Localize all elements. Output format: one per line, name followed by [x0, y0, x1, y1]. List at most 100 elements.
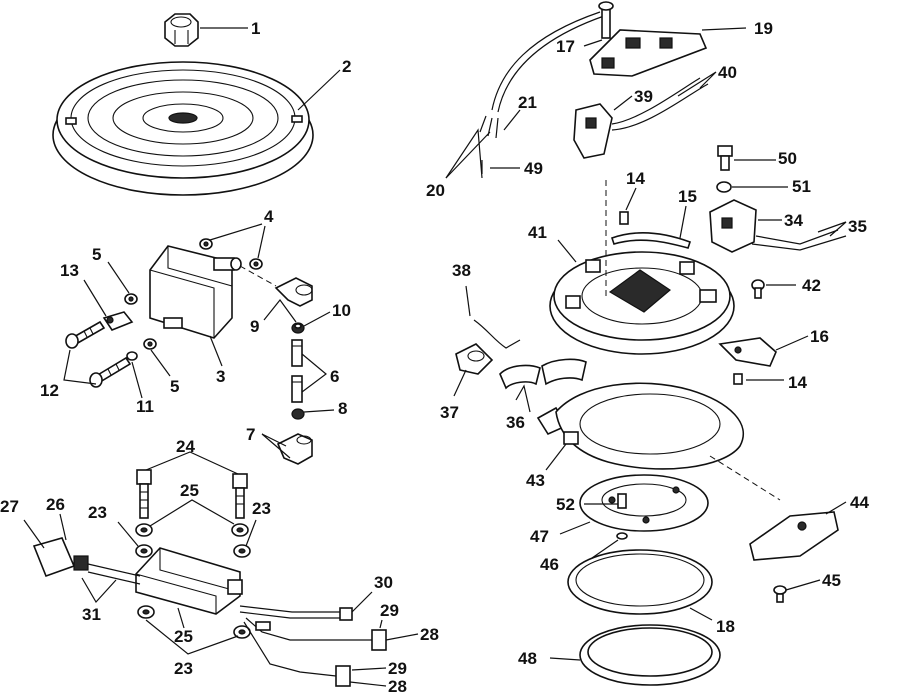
- leader-38: [465, 285, 471, 317]
- leader-9: [263, 299, 297, 323]
- spring-8: [291, 408, 305, 420]
- screw-14-top: [619, 211, 629, 225]
- dash-44: [709, 455, 781, 501]
- leader-8: [303, 409, 335, 413]
- armature-plate-43: [555, 382, 745, 470]
- callout-43: 43: [526, 471, 545, 490]
- callout-3: 3: [216, 367, 225, 386]
- callout-37: 37: [440, 403, 459, 422]
- callout-14-top: 14: [626, 169, 645, 188]
- callout-19: 19: [754, 19, 773, 38]
- seal-18: [567, 549, 713, 615]
- ring-48: [579, 624, 721, 686]
- callout-27: 27: [0, 497, 19, 516]
- leader-36: [515, 384, 531, 413]
- callout-25-top: 25: [180, 481, 199, 500]
- callout-42: 42: [802, 276, 821, 295]
- callout-29-top: 29: [380, 601, 399, 620]
- washers-25: [135, 523, 249, 537]
- washers-4: [199, 238, 263, 270]
- screw-12b: [89, 356, 132, 388]
- leader-29b: [351, 667, 387, 671]
- leader-27: [23, 519, 45, 549]
- ring-47: [579, 474, 709, 532]
- callout-16: 16: [810, 327, 829, 346]
- leader-15: [679, 205, 687, 239]
- callout-7: 7: [246, 425, 255, 444]
- sensor-39: [573, 77, 709, 159]
- leader-25b: [177, 607, 185, 629]
- leader-7: [261, 433, 291, 459]
- callout-5-top: 5: [92, 245, 101, 264]
- callout-47: 47: [530, 527, 549, 546]
- callout-20: 20: [426, 181, 445, 200]
- leader-4b: [257, 225, 266, 259]
- leader-2: [297, 69, 341, 111]
- leader-23c: [145, 619, 239, 655]
- leader-28a: [385, 633, 419, 641]
- callout-9: 9: [250, 317, 259, 336]
- callout-15: 15: [678, 187, 697, 206]
- leader-26: [59, 513, 67, 541]
- callout-38: 38: [452, 261, 471, 280]
- leader-20b: [445, 131, 491, 179]
- screw-14-bottom: [733, 373, 743, 385]
- callout-4: 4: [264, 207, 274, 226]
- nut-part: [164, 13, 199, 47]
- stator-plate-41: [549, 251, 735, 355]
- callout-5-bottom: 5: [170, 377, 179, 396]
- callout-51: 51: [792, 177, 811, 196]
- flywheel-part: [52, 61, 314, 196]
- callout-26: 26: [46, 495, 65, 514]
- callout-25-bottom: 25: [174, 627, 193, 646]
- callout-35: 35: [848, 217, 867, 236]
- boot-7: [276, 433, 313, 465]
- callout-21: 21: [518, 93, 537, 112]
- callout-10: 10: [332, 301, 351, 320]
- leader-25a: [149, 499, 235, 527]
- leader-48: [549, 657, 581, 661]
- leader-20a: [445, 128, 483, 179]
- power-pack-part: [135, 547, 243, 615]
- leader-6: [301, 353, 327, 393]
- leader-14a: [625, 187, 637, 211]
- leader-4a: [209, 223, 263, 241]
- callout-24: 24: [176, 437, 195, 456]
- callout-30: 30: [374, 573, 393, 592]
- callout-31: 31: [82, 605, 101, 624]
- leader-28b: [349, 681, 387, 687]
- leader-21: [503, 109, 521, 131]
- callout-23-left: 23: [88, 503, 107, 522]
- callout-48: 48: [518, 649, 537, 668]
- leader-47: [559, 521, 591, 535]
- screw-12: [65, 320, 106, 349]
- spring-10: [291, 322, 305, 334]
- leader-44: [825, 501, 847, 515]
- dash-9: [239, 265, 277, 287]
- callout-18: 18: [716, 617, 735, 636]
- leader-45: [785, 579, 821, 591]
- leader-40: [677, 71, 717, 97]
- leader-24: [145, 451, 239, 475]
- callout-8: 8: [338, 399, 347, 418]
- leader-29a: [379, 619, 383, 629]
- leader-39: [613, 95, 633, 111]
- callout-49: 49: [524, 159, 543, 178]
- callout-39: 39: [634, 87, 653, 106]
- retainer-15: [610, 231, 692, 249]
- ignition-coil-part: [149, 245, 242, 339]
- sleeves-36: [499, 358, 587, 436]
- washer-51: [716, 181, 732, 193]
- timer-base-19: [589, 1, 708, 77]
- callout-6: 6: [330, 367, 339, 386]
- magnet-44: [749, 511, 839, 561]
- ground-clip-part: [102, 311, 134, 331]
- callout-44: 44: [850, 493, 869, 512]
- clip-16: [718, 337, 777, 367]
- callout-14-bottom: 14: [788, 373, 807, 392]
- leader-12: [63, 349, 97, 385]
- leader-13: [83, 279, 107, 317]
- washer-46: [616, 532, 628, 540]
- leader-19: [701, 27, 747, 31]
- bolts-24: [136, 469, 248, 519]
